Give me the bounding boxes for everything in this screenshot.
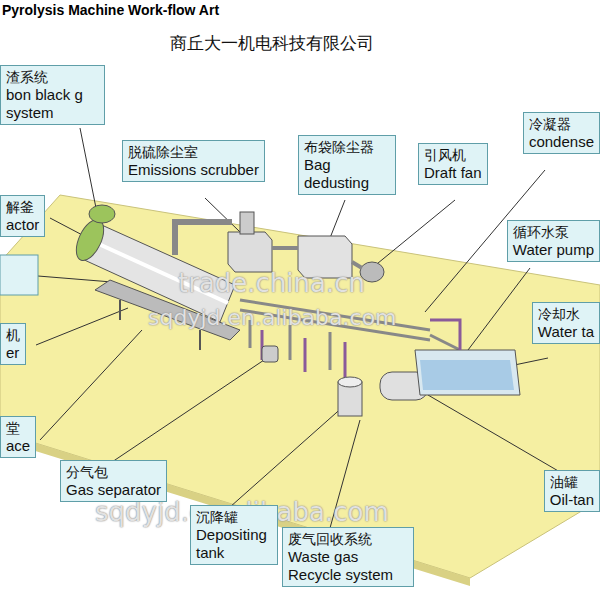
callout-box: 堂ace: [0, 416, 36, 458]
chinese-label: 循环水泵: [513, 223, 594, 241]
callout-box: 脱硫除尘室Emissions scrubber: [122, 140, 265, 182]
chinese-label: 机: [6, 326, 20, 344]
callout-box: 沉降罐Depositing tank: [190, 505, 278, 565]
callout-box: 机er: [0, 323, 26, 365]
english-label: er: [6, 344, 20, 362]
callout-box: 引风机Draft fan: [418, 143, 488, 185]
callout-box: 冷凝器condense: [523, 112, 600, 154]
company-name: 商丘大一机电科技有限公司: [170, 32, 374, 55]
english-label: Waste gas Recycle system: [288, 548, 408, 584]
english-label: Bag dedusting: [304, 156, 390, 192]
chinese-label: 油罐: [550, 473, 594, 491]
callout-box: 解釜actor: [0, 195, 45, 237]
callout-box: 废气回收系统Waste gas Recycle system: [282, 527, 414, 587]
chinese-label: 渣系统: [6, 68, 99, 86]
english-label: Water pump: [513, 241, 594, 259]
callout-box: 循环水泵Water pump: [507, 220, 600, 262]
chinese-label: 布袋除尘器: [304, 138, 390, 156]
callout-box: 油罐Oil-tan: [544, 470, 600, 512]
chinese-label: 引风机: [424, 146, 482, 164]
english-label: Depositing tank: [196, 526, 272, 562]
watermark: trade.china.cn: [178, 268, 365, 298]
chinese-label: 分气包: [66, 463, 161, 481]
english-label: bon black g system: [6, 86, 99, 122]
chinese-label: 解釜: [6, 198, 39, 216]
english-label: ace: [6, 437, 30, 455]
english-label: condense: [529, 133, 594, 151]
english-label: Gas separator: [66, 481, 161, 499]
watermark: sqdyjd.en.alibaba.com: [148, 305, 397, 330]
chinese-label: 堂: [6, 419, 30, 437]
callout-box: 渣系统bon black g system: [0, 65, 105, 125]
chinese-label: 废气回收系统: [288, 530, 408, 548]
chinese-label: 脱硫除尘室: [128, 143, 259, 161]
callout-box: 分气包Gas separator: [60, 460, 167, 502]
callout-box: 冷却水Water ta: [532, 302, 600, 344]
callout-box: 布袋除尘器Bag dedusting: [298, 135, 396, 195]
english-label: Oil-tan: [550, 491, 594, 509]
english-label: Water ta: [538, 323, 594, 341]
chinese-label: 冷却水: [538, 305, 594, 323]
chinese-label: 沉降罐: [196, 508, 272, 526]
chinese-label: 冷凝器: [529, 115, 594, 133]
diagram-title: Pyrolysis Machine Work-flow Art: [2, 2, 219, 18]
english-label: actor: [6, 216, 39, 234]
english-label: Emissions scrubber: [128, 161, 259, 179]
english-label: Draft fan: [424, 164, 482, 182]
